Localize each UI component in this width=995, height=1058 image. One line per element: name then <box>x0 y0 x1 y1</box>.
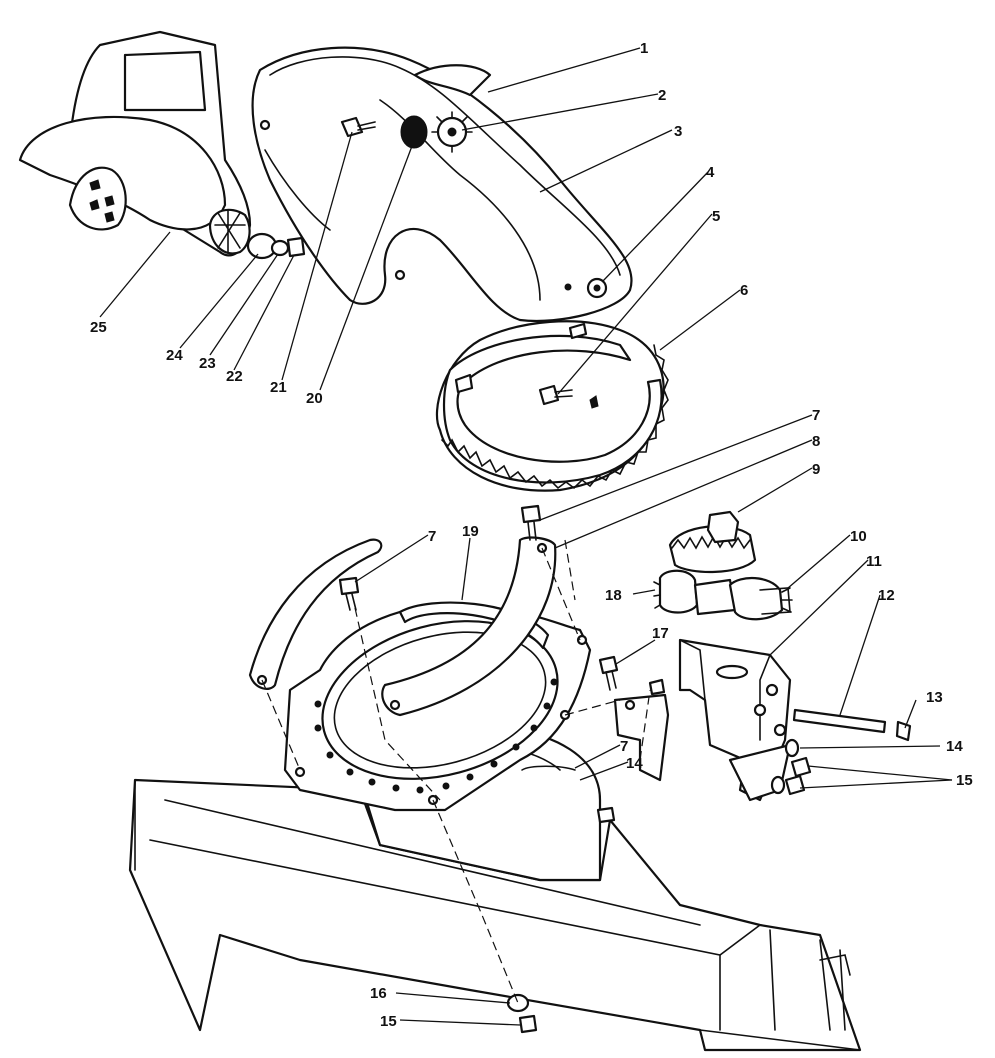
chute-retainer-left <box>248 538 383 690</box>
assembly-lines <box>261 539 651 1004</box>
callout-17: 17 <box>652 625 669 642</box>
bracket-bolt <box>598 655 666 696</box>
callout-10: 10 <box>850 528 867 545</box>
callout-15-right: 15 <box>956 772 973 789</box>
retaining-clip <box>895 720 912 742</box>
washers-and-nuts <box>770 738 812 796</box>
callout-7-lower: 7 <box>620 738 628 755</box>
callout-8: 8 <box>812 433 820 450</box>
mounting-bracket <box>678 638 792 802</box>
callout-20: 20 <box>306 390 323 407</box>
leader-lines <box>99 47 953 1026</box>
ring-holes <box>314 678 558 794</box>
callout-7-top: 7 <box>812 407 820 424</box>
callout-13: 13 <box>926 689 943 706</box>
gear-assembly <box>653 510 793 621</box>
callout-23: 23 <box>199 355 216 372</box>
callout-7-left: 7 <box>428 528 436 545</box>
hex-nut <box>564 277 608 299</box>
callout-24: 24 <box>166 347 183 364</box>
callout-21: 21 <box>270 379 287 396</box>
callout-4: 4 <box>706 164 715 181</box>
callout-1: 1 <box>640 40 648 57</box>
chute-ring-gear <box>435 320 669 492</box>
callout-5: 5 <box>712 208 720 225</box>
spring-clip <box>521 765 576 771</box>
hood-hardware <box>246 232 306 260</box>
callout-12: 12 <box>878 587 895 604</box>
lock-washer <box>431 111 473 153</box>
callout-25: 25 <box>90 319 107 336</box>
chute-deflector-hood <box>18 30 252 257</box>
callout-15-bottom: 15 <box>380 1013 397 1030</box>
callout-3: 3 <box>674 123 682 140</box>
callout-14-right: 14 <box>946 738 963 755</box>
callout-22: 22 <box>226 368 243 385</box>
chute-bolt <box>340 116 376 138</box>
chute-retainer-right <box>381 536 557 717</box>
ring-bolt <box>538 384 599 409</box>
callout-14-lower: 14 <box>626 755 643 772</box>
callouts: 1 2 3 4 5 6 7 8 9 10 11 12 7 19 18 17 13… <box>90 40 973 1030</box>
callout-16: 16 <box>370 985 387 1002</box>
callout-18: 18 <box>605 587 622 604</box>
callout-6: 6 <box>740 282 748 299</box>
bracket-tab <box>613 693 670 782</box>
upper-chute <box>251 46 633 323</box>
deflector-plate <box>413 64 492 97</box>
callout-19: 19 <box>462 523 479 540</box>
bolt-7-top <box>520 504 542 541</box>
shift-rod <box>792 708 887 734</box>
callout-9: 9 <box>812 461 820 478</box>
rubber-washer <box>400 115 428 149</box>
bolt-7-left <box>338 576 360 611</box>
callout-11: 11 <box>866 553 882 570</box>
callout-2: 2 <box>658 87 666 104</box>
